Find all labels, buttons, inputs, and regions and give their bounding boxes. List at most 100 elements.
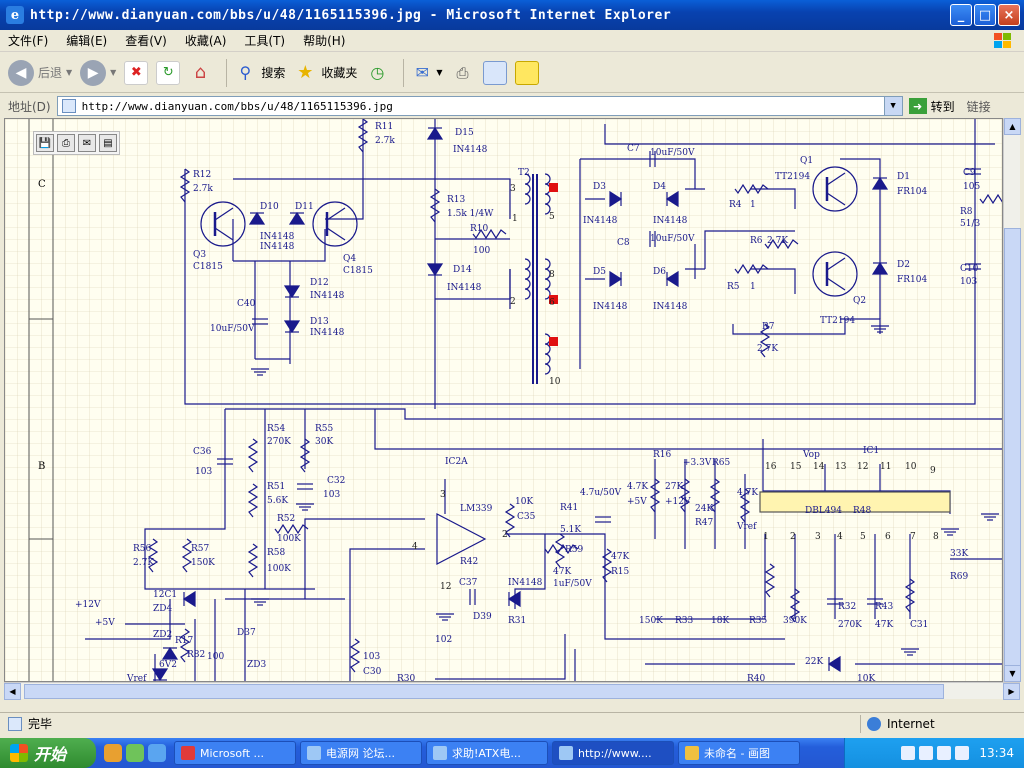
schematic-label: IC1 (863, 446, 879, 456)
schematic-label: Vref (126, 674, 147, 682)
schematic-label: C8 (617, 238, 630, 248)
menu-bar: 文件(F) 编辑(E) 查看(V) 收藏(A) 工具(T) 帮助(H) (0, 30, 1024, 52)
menu-view[interactable]: 查看(V) (125, 34, 167, 48)
note-icon (514, 60, 539, 85)
search-icon: ⚲ (239, 63, 252, 82)
close-button[interactable]: × (998, 4, 1020, 26)
scroll-up-icon[interactable]: ▲ (1004, 118, 1021, 135)
schematic-label: R33 (675, 616, 694, 626)
folder-image-icon[interactable]: ▤ (99, 134, 117, 152)
schematic-label: D1 (897, 172, 910, 182)
quicklaunch-media-icon[interactable] (126, 744, 144, 762)
schematic-label: 2.7K (133, 558, 154, 568)
menu-help[interactable]: 帮助(H) (303, 34, 346, 48)
windows-flag-icon (10, 744, 28, 762)
tray-shield-icon[interactable] (955, 746, 970, 760)
scroll-right-icon[interactable]: ▶ (1003, 683, 1020, 700)
print-button[interactable]: ⎙ (451, 61, 475, 85)
pin-number: 3 (510, 184, 516, 194)
forward-button[interactable]: ▶ ▼ (80, 59, 116, 86)
pin-number: 5 (860, 532, 866, 542)
schematic-label: 47K (553, 567, 571, 577)
edit-icon (482, 60, 507, 85)
search-button[interactable]: ⚲ 搜索 (233, 61, 285, 85)
home-button[interactable]: ⌂ (188, 61, 212, 85)
toolbar: ◀ 后退 ▼ ▶ ▼ ✖ ↻ ⌂ ⚲ 搜索 ★ 收藏夹 ◷ ✉ ▼ ⎙ (0, 53, 1024, 93)
history-button[interactable]: ◷ (365, 61, 389, 85)
schematic-label: 24K (695, 504, 713, 514)
schematic-label: +5V (627, 497, 647, 507)
ie-window-icon (559, 746, 573, 760)
quicklaunch-ie-icon[interactable] (148, 744, 166, 762)
horizontal-scrollbar[interactable]: ◀ ▶ (4, 682, 1020, 700)
links-button[interactable]: 链接 (966, 99, 991, 114)
schematic-label: R35 (749, 616, 768, 626)
scroll-left-icon[interactable]: ◀ (4, 683, 21, 700)
pin-number: 11 (880, 462, 891, 472)
menu-tools[interactable]: 工具(T) (244, 34, 286, 48)
schematic-label: 103 (960, 277, 977, 287)
schematic-label: Q2 (853, 296, 866, 306)
schematic-label: 27K (665, 482, 683, 492)
schematic-label: D4 (653, 182, 666, 192)
scroll-down-icon[interactable]: ▼ (1004, 665, 1021, 682)
schematic-label: R43 (875, 602, 894, 612)
task-item[interactable]: http://www.... (552, 741, 674, 765)
horizontal-scroll-thumb[interactable] (24, 684, 944, 699)
note-button[interactable] (514, 60, 539, 85)
address-dropdown-icon[interactable]: ▼ (883, 97, 902, 115)
status-text: 完毕 (28, 717, 53, 731)
schematic-label: R82 (187, 650, 205, 660)
task-item[interactable]: 未命名 - 画图 (678, 741, 800, 765)
pin-number: 12 (857, 462, 868, 472)
refresh-button[interactable]: ↻ (156, 60, 181, 85)
schematic-label: 100K (277, 534, 301, 544)
schematic-label: R57 (191, 544, 210, 554)
ie-window-icon (433, 746, 447, 760)
mail-button[interactable]: ✉ ▼ (410, 61, 443, 85)
window-title: http://www.dianyuan.com/bbs/u/48/1165115… (30, 7, 672, 23)
schematic-label: R56 (133, 544, 152, 554)
vertical-scroll-thumb[interactable] (1004, 228, 1021, 678)
mail-image-icon[interactable]: ✉ (78, 134, 96, 152)
schematic-label: 10uF/50V (650, 234, 695, 244)
schematic-label: 10uF/50V (650, 148, 695, 158)
address-url: http://www.dianyuan.com/bbs/u/48/1165115… (81, 99, 393, 113)
task-item[interactable]: Microsoft ... (174, 741, 296, 765)
save-image-icon[interactable]: 💾 (36, 134, 54, 152)
menu-file[interactable]: 文件(F) (8, 34, 49, 48)
schematic-label: R52 (277, 514, 295, 524)
task-item[interactable]: 电源网 论坛... (300, 741, 422, 765)
schematic-label: C9 (963, 168, 976, 178)
schematic-label: C30 (363, 667, 382, 677)
schematic-label: D14 (453, 265, 472, 275)
tray-input-icon[interactable] (919, 746, 934, 760)
address-input[interactable]: http://www.dianyuan.com/bbs/u/48/1165115… (56, 96, 903, 116)
pin-number: 1 (763, 532, 769, 542)
task-item[interactable]: 求助!ATX电... (426, 741, 548, 765)
favorites-button[interactable]: ★ 收藏夹 (293, 61, 357, 85)
stop-button[interactable]: ✖ (124, 60, 149, 85)
tray-keyboard-icon[interactable] (901, 746, 916, 760)
schematic-label: D13 (310, 317, 329, 327)
menu-favorites[interactable]: 收藏(A) (184, 34, 227, 48)
schematic-label: 270K (267, 437, 291, 447)
vertical-scrollbar[interactable]: ▲ ▼ (1003, 118, 1021, 682)
print-image-icon[interactable]: ⎙ (57, 134, 75, 152)
schematic-label: R17 (175, 636, 194, 646)
menu-edit[interactable]: 编辑(E) (66, 34, 108, 48)
pin-number: 15 (790, 462, 802, 472)
back-button[interactable]: ◀ 后退 ▼ (8, 59, 72, 86)
schematic-label: 2.7k (375, 136, 395, 146)
maximize-button[interactable]: □ (974, 4, 996, 26)
edit-button[interactable] (482, 60, 507, 85)
schematic-label: C37 (459, 578, 478, 588)
go-button[interactable]: ➜ 转到 (908, 98, 955, 115)
minimize-button[interactable]: _ (950, 4, 972, 26)
start-button[interactable]: 开始 (0, 738, 96, 768)
pin-number: 9 (930, 466, 936, 476)
schematic-label: D5 (593, 267, 606, 277)
tray-sound-icon[interactable] (937, 746, 952, 760)
schematic-label: C1815 (193, 262, 223, 272)
quicklaunch-qq-icon[interactable] (104, 744, 122, 762)
